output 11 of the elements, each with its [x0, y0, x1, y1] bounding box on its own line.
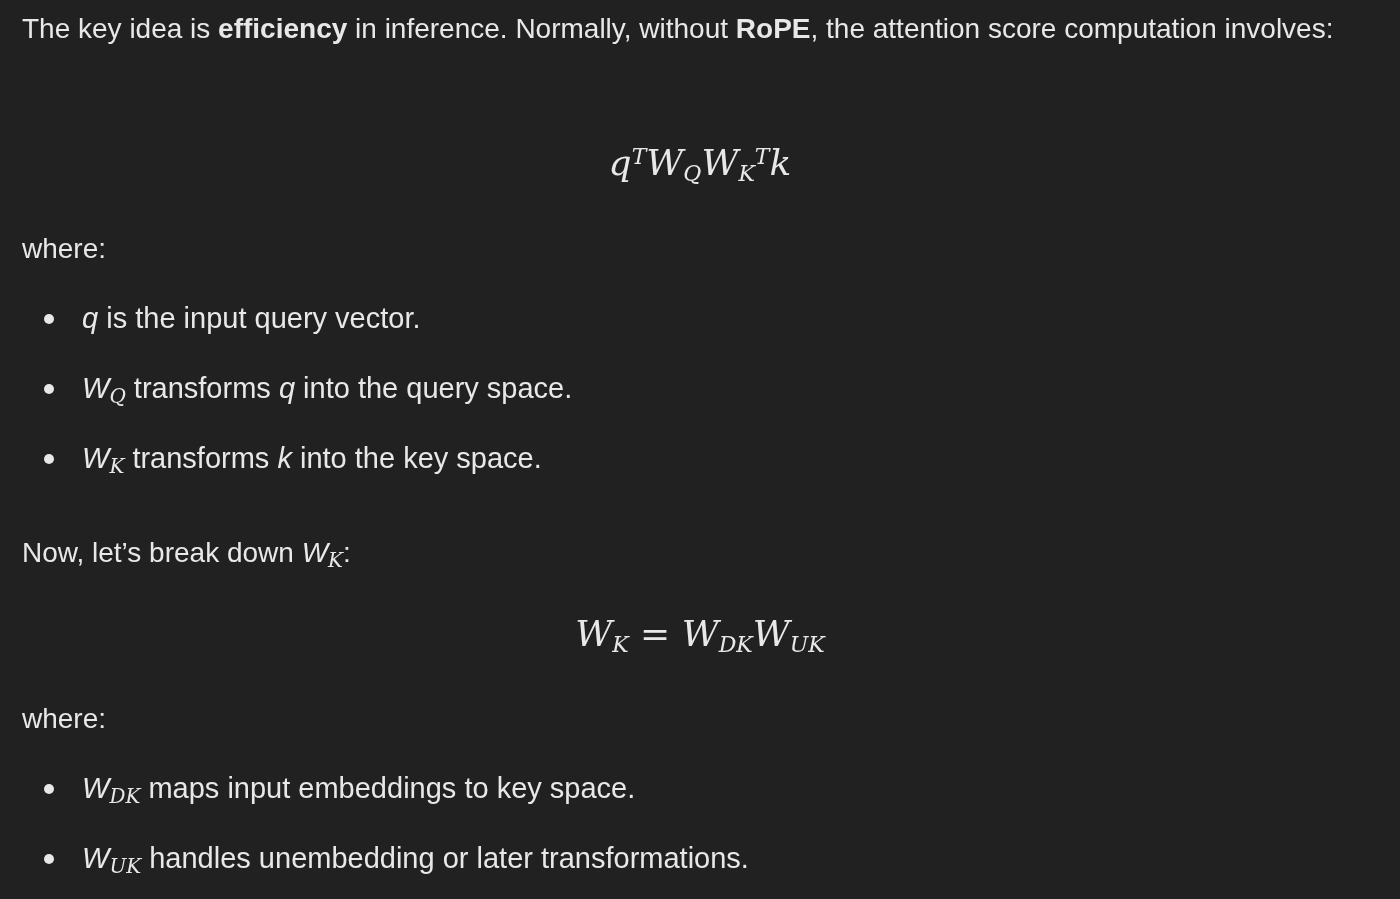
bullet-text: W$_{DK}$ maps input embeddings to key space. — [82, 771, 636, 810]
paragraph-text: The key idea is efficiency in inference. Normally, without RoPE, the attention score computation involves: — [22, 12, 1335, 46]
bullet-text: W$_{K}$ transforms k into the key space. — [82, 441, 542, 480]
math-formula: q$^{T}$W$_{Q}$W$_{K}$$^{T}$k — [608, 141, 792, 188]
paragraph-text: Now, let’s break down W$_{K}$: — [22, 536, 352, 574]
math-formula: W$_{K}$ = W$_{DK}$W$_{UK}$ — [575, 612, 825, 659]
paragraph-text: where: — [22, 232, 108, 266]
bullet-text: W$_{Q}$ transforms q into the query space. — [82, 371, 573, 410]
paragraph-text: where: — [22, 702, 108, 736]
bullet-text: W$_{UK}$ handles unembedding or later transformations. — [82, 841, 749, 880]
bullet-text: q is the input query vector. — [82, 301, 421, 336]
